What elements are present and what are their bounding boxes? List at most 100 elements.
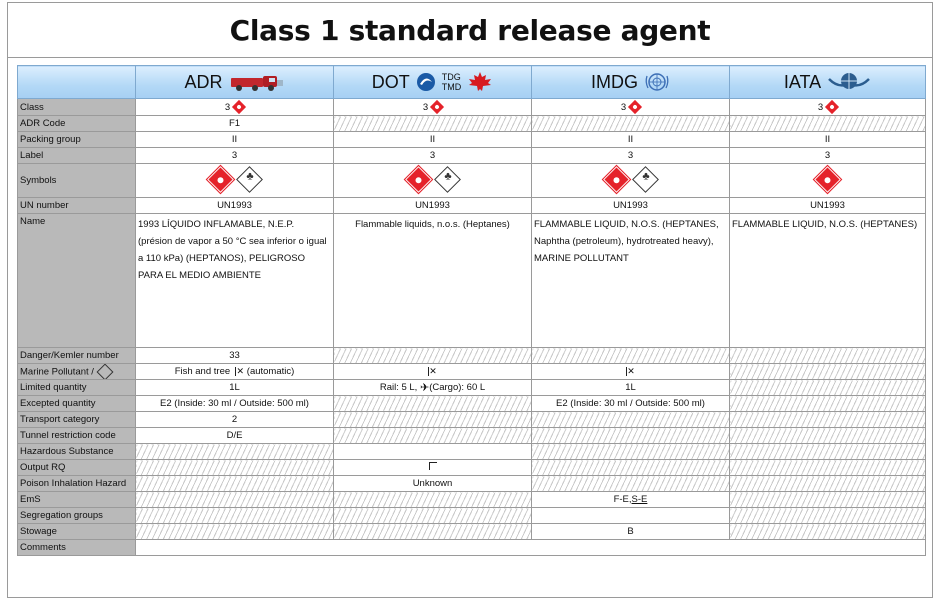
row-label-class: Class — [17, 98, 136, 116]
flammable-diamond-icon — [812, 164, 843, 194]
cell-lq-dot: Rail: 5 L, ✈(Cargo): 60 L — [333, 379, 532, 396]
cell-eq-iata — [729, 395, 926, 412]
cell-pih-adr — [135, 475, 334, 492]
table-row-class: Class 3 3 3 3 — [17, 98, 926, 116]
marine-adr-prefix: Fish and tree — [174, 366, 231, 377]
regulations-table-wrap: ADR DOT — [17, 65, 926, 556]
cell-eq-imdg: E2 (Inside: 30 ml / Outside: 500 ml) — [531, 395, 730, 412]
cell-kemler-imdg — [531, 347, 730, 364]
table-row-adr-code: ADR Code F1 — [17, 115, 926, 132]
cell-ems-adr — [135, 491, 334, 508]
table-row-danger-kemler: Danger/Kemler number 33 — [17, 347, 926, 364]
column-label-adr: ADR — [184, 71, 223, 92]
checked-checkbox-icon[interactable]: ✕ — [625, 365, 635, 376]
cell-label-dot: 3 — [333, 147, 532, 164]
cell-stow-iata — [729, 523, 926, 540]
cell-name-adr: 1993 LÍQUIDO INFLAMABLE, N.E.P. (présion… — [135, 213, 334, 348]
cell-class-iata: 3 — [729, 98, 926, 116]
cell-seg-dot — [333, 507, 532, 524]
row-label-marine-pollutant: Marine Pollutant / — [17, 363, 136, 380]
row-label-transport-category: Transport category — [17, 411, 136, 428]
table-row-transport-category: Transport category 2 — [17, 411, 926, 428]
column-header-imdg: IMDG — [531, 65, 730, 99]
table-row-un-number: UN number UN1993 UN1993 UN1993 UN1993 — [17, 197, 926, 214]
cell-pih-iata — [729, 475, 926, 492]
cell-class-dot: 3 — [333, 98, 532, 116]
row-label-tunnel-code: Tunnel restriction code — [17, 427, 136, 444]
unchecked-checkbox-icon[interactable] — [428, 462, 437, 470]
cell-un-iata: UN1993 — [729, 197, 926, 214]
cell-kemler-iata — [729, 347, 926, 364]
cell-hs-adr — [135, 443, 334, 460]
cell-pih-dot: Unknown — [333, 475, 532, 492]
column-label-dot: DOT — [371, 71, 410, 92]
table-row-comments: Comments — [17, 539, 926, 556]
cell-rq-iata — [729, 459, 926, 476]
flammable-diamond-icon — [628, 99, 643, 115]
cell-seg-adr — [135, 507, 334, 524]
cell-marine-imdg: ✕ — [531, 363, 730, 380]
cell-packing-imdg: II — [531, 131, 730, 148]
cell-symbols-adr — [135, 163, 334, 198]
lq-dot-prefix: Rail: 5 L, — [379, 382, 418, 394]
environment-hazard-icon — [631, 165, 659, 193]
cell-tunnel-adr: D/E — [135, 427, 334, 444]
cell-adr-code-imdg — [531, 115, 730, 132]
truck-icon — [230, 76, 283, 91]
cell-symbols-dot — [333, 163, 532, 198]
cell-hs-dot — [333, 443, 532, 460]
checked-checkbox-icon[interactable]: ✕ — [427, 365, 437, 376]
cell-seg-iata — [729, 507, 926, 524]
flammable-diamond-icon — [430, 99, 445, 115]
cell-ems-dot — [333, 491, 532, 508]
iata-globe-icon — [828, 73, 871, 89]
row-label-name: Name — [17, 213, 136, 348]
cell-adr-code-adr: F1 — [135, 115, 334, 132]
class-iata-value: 3 — [817, 101, 824, 113]
cell-tc-dot — [333, 411, 532, 428]
cell-comments[interactable] — [135, 539, 926, 556]
cell-hs-imdg — [531, 443, 730, 460]
cell-tunnel-dot — [333, 427, 532, 444]
cell-stow-imdg: B — [531, 523, 730, 540]
cell-marine-iata — [729, 363, 926, 380]
page-title: Class 1 standard release agent — [229, 13, 711, 47]
document-frame: Class 1 standard release agent ADR — [7, 2, 933, 598]
cell-un-imdg: UN1993 — [531, 197, 730, 214]
table-row-limited-quantity: Limited quantity 1L Rail: 5 L, ✈(Cargo):… — [17, 379, 926, 396]
cell-un-dot: UN1993 — [333, 197, 532, 214]
cell-name-iata: FLAMMABLE LIQUID, N.O.S. (HEPTANES) — [729, 213, 926, 348]
row-label-poison-inhalation: Poison Inhalation Hazard — [17, 475, 136, 492]
column-header-adr: ADR — [135, 65, 334, 99]
marine-adr-suffix: (automatic) — [246, 366, 295, 377]
table-row-output-rq: Output RQ — [17, 459, 926, 476]
cell-adr-code-iata — [729, 115, 926, 132]
cell-un-adr: UN1993 — [135, 197, 334, 214]
class-imdg-value: 3 — [620, 101, 627, 113]
row-label-hazardous-substance: Hazardous Substance — [17, 443, 136, 460]
row-label-packing-group: Packing group — [17, 131, 136, 148]
cell-pih-imdg — [531, 475, 730, 492]
cell-rq-dot — [333, 459, 532, 476]
checked-checkbox-icon[interactable]: ✕ — [234, 365, 245, 376]
flammable-diamond-icon — [825, 99, 840, 115]
cell-class-adr: 3 — [135, 98, 334, 116]
marine-pollutant-label: Marine Pollutant / — [20, 366, 94, 378]
cell-label-iata: 3 — [729, 147, 926, 164]
cell-packing-adr: II — [135, 131, 334, 148]
cell-rq-adr — [135, 459, 334, 476]
cell-marine-adr: Fish and tree ✕(automatic) — [135, 363, 334, 380]
table-row-symbols: Symbols — [17, 163, 926, 198]
cell-lq-imdg: 1L — [531, 379, 730, 396]
row-label-ems: EmS — [17, 491, 136, 508]
class-dot-value: 3 — [422, 101, 429, 113]
row-label-excepted-quantity: Excepted quantity — [17, 395, 136, 412]
table-row-name: Name 1993 LÍQUIDO INFLAMABLE, N.E.P. (pr… — [17, 213, 926, 348]
ems-link[interactable]: S-E — [631, 494, 648, 505]
cell-tc-imdg — [531, 411, 730, 428]
table-row-stowage: Stowage B — [17, 523, 926, 540]
table-row-excepted-quantity: Excepted quantity E2 (Inside: 30 ml / Ou… — [17, 395, 926, 412]
ems-prefix: F-E, — [613, 494, 632, 505]
row-label-symbols: Symbols — [17, 163, 136, 198]
cell-lq-iata — [729, 379, 926, 396]
